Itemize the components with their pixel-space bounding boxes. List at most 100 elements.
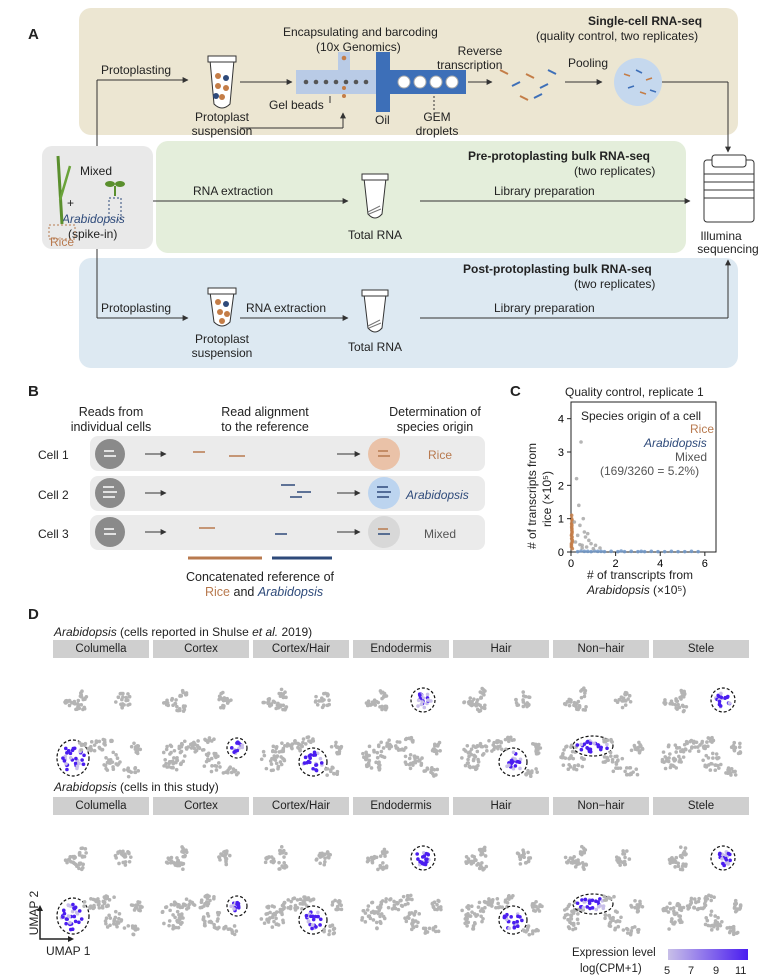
- umap-point: [662, 760, 666, 765]
- umap-point: [668, 906, 673, 911]
- umap-point: [80, 855, 85, 859]
- umap-point: [513, 757, 517, 761]
- umap-point: [481, 691, 486, 695]
- umap-point: [676, 702, 680, 707]
- x-tick-label-4: 4: [657, 558, 663, 570]
- umap-point: [124, 698, 128, 703]
- umap-point: [73, 919, 78, 924]
- umap-point: [588, 741, 593, 746]
- umap-point: [310, 926, 314, 931]
- umap-point: [180, 920, 184, 925]
- umap-point: [431, 927, 436, 932]
- umap-point: [483, 905, 487, 910]
- umap-point: [339, 744, 344, 749]
- umap-point: [601, 904, 606, 908]
- umap-point: [235, 741, 239, 745]
- highlight-outline: [572, 735, 614, 757]
- umap-point: [113, 909, 118, 914]
- umap-point: [366, 904, 371, 908]
- umap-point: [171, 913, 175, 917]
- umap-point: [621, 699, 626, 703]
- total-rna-label-2: Total RNA: [347, 340, 403, 354]
- umap-point: [173, 701, 178, 706]
- umap-point: [316, 910, 320, 915]
- umap-point: [378, 905, 383, 910]
- umap-point: [168, 908, 172, 913]
- point-arabidopsis-22: [599, 549, 603, 554]
- umap-point: [313, 753, 318, 757]
- umap-point: [181, 867, 185, 872]
- umap-point: [470, 699, 474, 704]
- umap-point: [403, 754, 408, 759]
- point-mixed-15: [572, 520, 577, 524]
- umap-point: [136, 769, 141, 773]
- umap-point: [174, 767, 179, 772]
- umap-point: [261, 700, 265, 705]
- umap-point: [384, 865, 389, 870]
- umap-point: [382, 755, 387, 760]
- umap-point: [374, 699, 379, 704]
- umap-point: [126, 769, 131, 773]
- umap-point: [262, 921, 267, 926]
- umap-point: [485, 749, 489, 753]
- point-arabidopsis-20: [585, 549, 590, 554]
- umap-point: [483, 854, 488, 858]
- point-mixed-9: [589, 541, 593, 546]
- umap-point: [72, 914, 77, 919]
- umap-point: [74, 756, 78, 761]
- panel-b-graphics: [95, 438, 400, 560]
- umap-point: [232, 750, 236, 754]
- umap-point: [219, 691, 223, 696]
- umap-point: [408, 752, 413, 757]
- umap-point: [111, 767, 116, 772]
- umap-point: [571, 911, 576, 915]
- umap-point: [627, 857, 632, 861]
- umap-point: [623, 692, 628, 697]
- umap-point: [713, 768, 718, 773]
- umap-point: [696, 749, 701, 754]
- umap-point: [507, 926, 511, 931]
- umap-point: [477, 709, 482, 714]
- umap-point: [177, 746, 182, 751]
- point-mixed-3: [578, 523, 582, 528]
- umap-point: [281, 707, 285, 712]
- row2-rest: (cells in this study): [116, 780, 219, 794]
- point-arabidopsis-10: [642, 549, 647, 554]
- point-arabidopsis-2: [589, 549, 593, 554]
- umap-point: [175, 918, 179, 923]
- umap-point: [663, 698, 667, 702]
- umap-point: [184, 897, 189, 901]
- umap-point: [611, 915, 615, 920]
- row1-species: Arabidopsis: [54, 625, 117, 639]
- umap-point: [284, 851, 288, 856]
- umap-point: [607, 922, 612, 926]
- umap-point: [419, 860, 424, 865]
- umap-point: [271, 744, 276, 749]
- umap-point: [367, 914, 372, 918]
- umap-point: [678, 845, 683, 849]
- umap-point: [370, 900, 375, 905]
- umap-point: [502, 915, 507, 920]
- umap-point: [112, 922, 116, 926]
- umap-point: [318, 861, 322, 866]
- umap-point: [515, 759, 519, 764]
- umap-point: [623, 855, 627, 860]
- umap-point: [429, 768, 434, 772]
- umap-point: [108, 758, 113, 762]
- legend-tick-9: 9: [713, 965, 720, 977]
- tab-hair-row2: Hair: [453, 797, 549, 815]
- umap-point: [661, 750, 666, 754]
- umap-point: [621, 852, 625, 856]
- highlight-outline: [298, 905, 328, 935]
- umap-point: [565, 906, 569, 911]
- umap-point: [616, 924, 621, 929]
- umap-point: [717, 766, 721, 770]
- umap-point: [325, 703, 330, 708]
- umap-point: [587, 901, 592, 906]
- point-arabidopsis-8: [629, 549, 634, 554]
- umap-point: [289, 745, 294, 750]
- umap-point: [377, 763, 382, 768]
- umap-point: [405, 893, 410, 898]
- umap-point: [360, 918, 364, 922]
- umap-point: [323, 860, 327, 864]
